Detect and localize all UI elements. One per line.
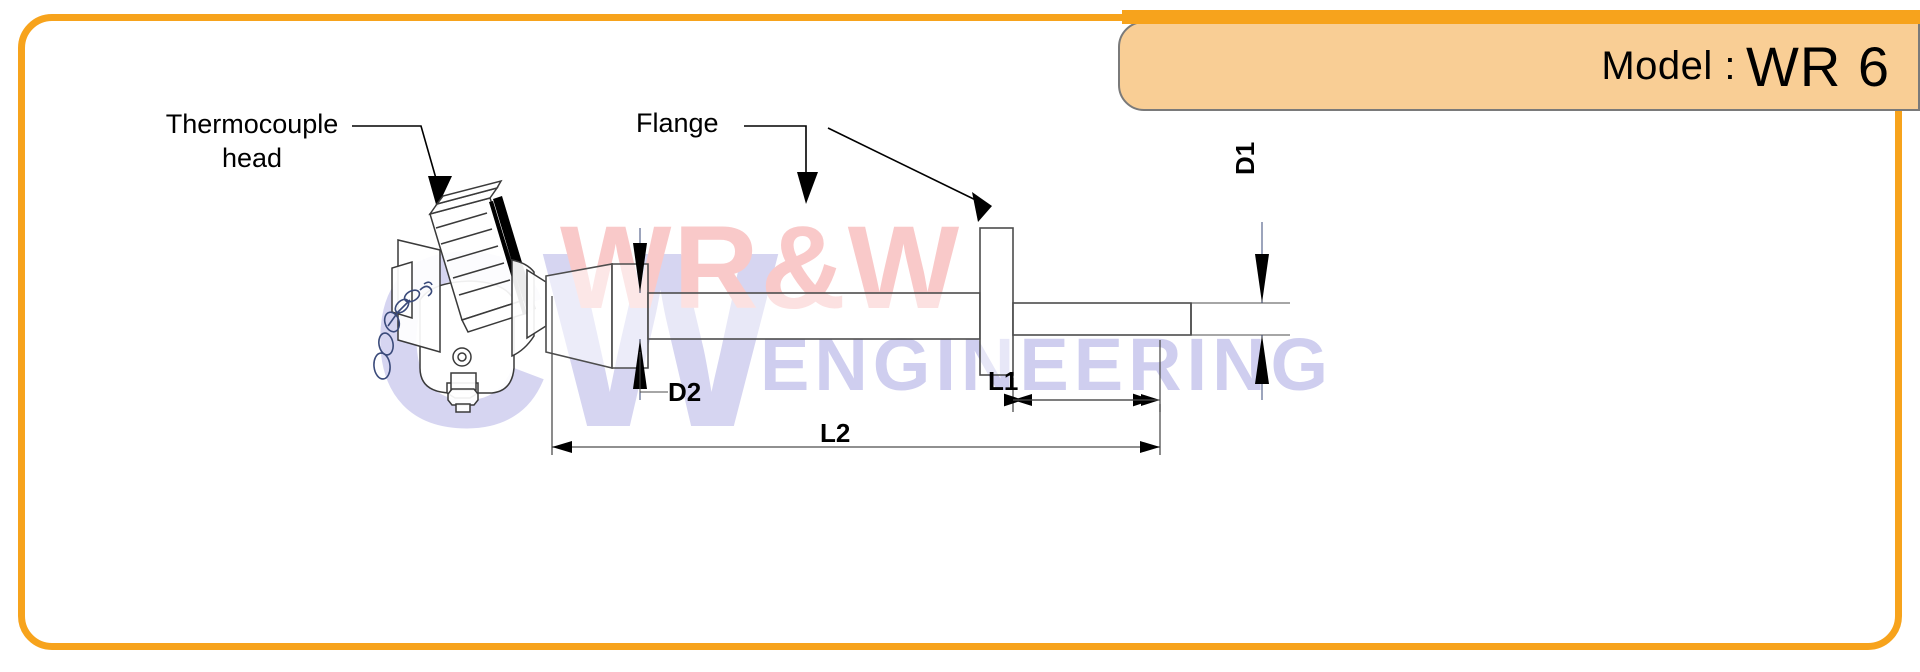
callout-thermocouple-head-line1: Thermocouple [165,109,339,139]
flange [979,227,1014,376]
model-value: WR 6 [1746,34,1890,98]
dimension-label-l2: L2 [820,418,851,448]
thick-stem [647,292,981,340]
model-tab: Model : WR 6 [1118,21,1920,111]
page-frame [18,14,1902,650]
callout-flange: Flange [636,108,719,138]
callout-thermocouple-head: Thermocouple head [152,108,352,176]
callout-leader-thermocouple-head [352,125,452,208]
dimension-l2 [551,296,1161,455]
callout-thermocouple-head-line2: head [221,142,283,173]
model-label: Model : [1601,43,1736,88]
dimension-d1 [1191,222,1290,400]
neck-bushing [545,263,649,370]
thin-probe [1012,302,1192,336]
thermocouple-head [373,179,547,413]
dimension-l1 [1003,340,1161,412]
callout-leader-flange [744,125,992,222]
dimension-d2 [633,228,790,400]
tab-top-cover [1122,10,1920,24]
dimension-label-d1: D1 [1230,141,1260,175]
dimension-label-d2: D2 [668,377,702,407]
dimension-label-l1: L1 [988,366,1019,396]
